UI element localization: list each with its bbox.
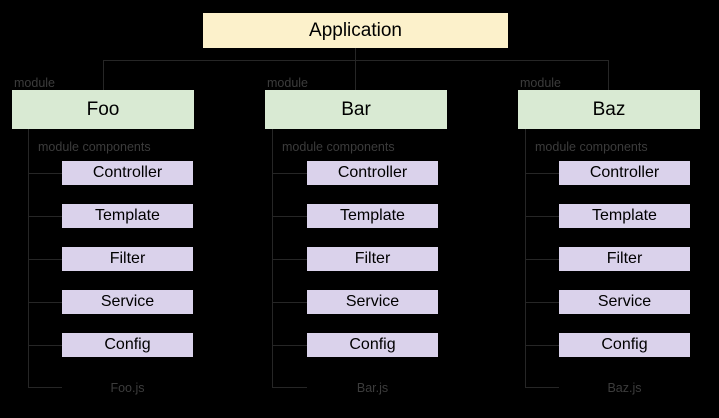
tick-line [272,216,307,217]
component-box-service: Service [559,290,690,314]
component-box-config: Config [62,333,193,357]
component-box-filter: Filter [62,247,193,271]
component-box-filter: Filter [559,247,690,271]
component-box-service: Service [307,290,438,314]
component-tree-line [28,129,29,387]
module-file-annotation: Foo.js [110,381,145,395]
tick-line [525,302,559,303]
module-components-annotation: module components [282,140,395,154]
module-column-foo: module Foo module components Controller … [12,77,194,418]
connector-drop-foo [103,60,104,90]
elbow-line [525,387,559,388]
tick-line [28,302,62,303]
component-box-template: Template [559,204,690,228]
module-box-bar: Bar [265,90,447,129]
component-box-template: Template [307,204,438,228]
component-tree-line [272,129,273,387]
tick-line [525,216,559,217]
tick-line [525,345,559,346]
tick-line [28,259,62,260]
component-box-template: Template [62,204,193,228]
component-box-controller: Controller [62,161,193,185]
elbow-line [28,387,62,388]
component-box-service: Service [62,290,193,314]
component-box-config: Config [307,333,438,357]
component-tree-line [525,129,526,387]
module-column-bar: module Bar module components Controller … [265,77,447,418]
module-annotation: module [267,76,308,90]
tick-line [525,259,559,260]
tick-line [28,216,62,217]
module-box-foo: Foo [12,90,194,129]
connector-drop-bar [355,60,356,90]
component-box-controller: Controller [307,161,438,185]
tick-line [272,345,307,346]
component-box-config: Config [559,333,690,357]
tick-line [272,259,307,260]
module-components-annotation: module components [38,140,151,154]
tick-line [525,173,559,174]
tick-line [28,173,62,174]
connector-drop-baz [608,60,609,90]
tick-line [28,345,62,346]
application-box: Application [203,13,508,48]
connector-branch-horizontal [103,60,609,61]
tick-line [272,173,307,174]
module-annotation: module [14,76,55,90]
module-column-baz: module Baz module components Controller … [518,77,700,418]
module-annotation: module [520,76,561,90]
elbow-line [272,387,307,388]
component-box-filter: Filter [307,247,438,271]
module-components-annotation: module components [535,140,648,154]
module-box-baz: Baz [518,90,700,129]
connector-application-stub [355,48,356,60]
module-file-annotation: Baz.js [607,381,642,395]
module-file-annotation: Bar.js [356,381,389,395]
tick-line [272,302,307,303]
component-box-controller: Controller [559,161,690,185]
